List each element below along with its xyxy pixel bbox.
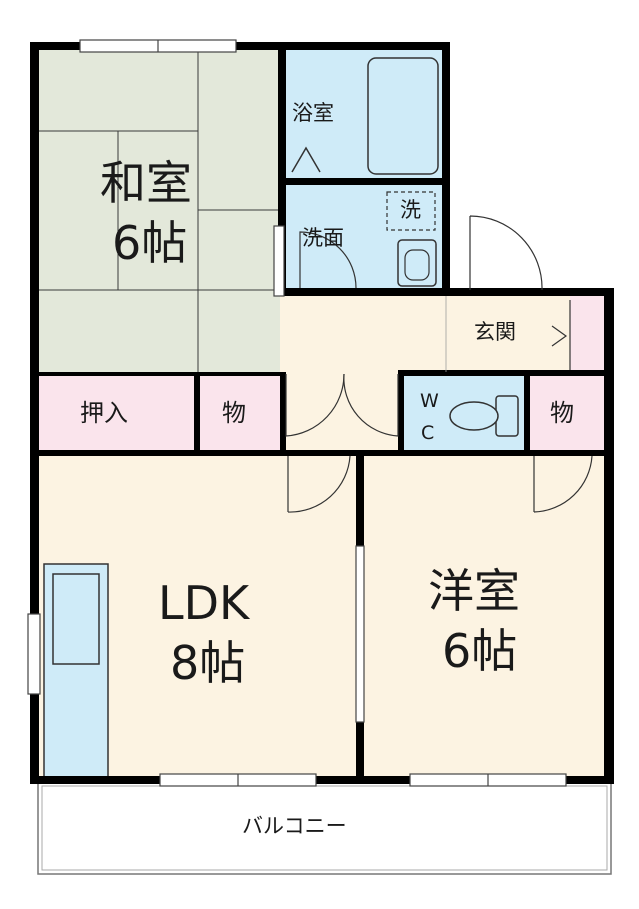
yoshitsu-floor bbox=[362, 452, 607, 782]
storage-right-label: 物 bbox=[550, 399, 574, 427]
windows bbox=[27, 39, 567, 787]
balcony-label: バルコニー bbox=[242, 814, 347, 838]
toilet-icon bbox=[449, 395, 519, 437]
wc-label-c: C bbox=[421, 422, 435, 444]
entrance-label: 玄関 bbox=[474, 320, 516, 344]
storage-right-floor bbox=[530, 374, 607, 452]
washitsu-size: 6帖 bbox=[112, 216, 188, 270]
sink-icon bbox=[52, 573, 100, 665]
tatami-lines bbox=[38, 48, 280, 374]
storage-left-floor bbox=[200, 374, 280, 452]
yoshitsu-size: 6帖 bbox=[442, 624, 518, 678]
bath-door-icon bbox=[291, 146, 321, 173]
balcony bbox=[37, 781, 612, 875]
entrance-closet-floor bbox=[570, 296, 607, 372]
doors bbox=[285, 215, 593, 513]
washitsu-name: 和室 bbox=[100, 156, 192, 210]
washitsu-floor bbox=[38, 48, 280, 374]
washroom-label: 洗面 bbox=[302, 226, 344, 250]
wc-label-w: W bbox=[420, 390, 439, 412]
ldk-size: 8帖 bbox=[170, 636, 246, 690]
oshiire-label: 押入 bbox=[80, 399, 128, 427]
hall-floor bbox=[280, 296, 570, 372]
storage-left-label: 物 bbox=[222, 399, 246, 427]
bathtub-icon bbox=[367, 57, 439, 175]
corridor-floor bbox=[280, 372, 402, 452]
bath-label: 浴室 bbox=[292, 101, 334, 125]
ldk-name: LDK bbox=[158, 576, 250, 630]
oshiire-floor bbox=[38, 374, 196, 452]
yoshitsu-name: 洋室 bbox=[428, 564, 520, 618]
washer-label: 洗 bbox=[400, 198, 421, 222]
washer-icon bbox=[386, 191, 436, 231]
basin-icon bbox=[397, 239, 437, 287]
